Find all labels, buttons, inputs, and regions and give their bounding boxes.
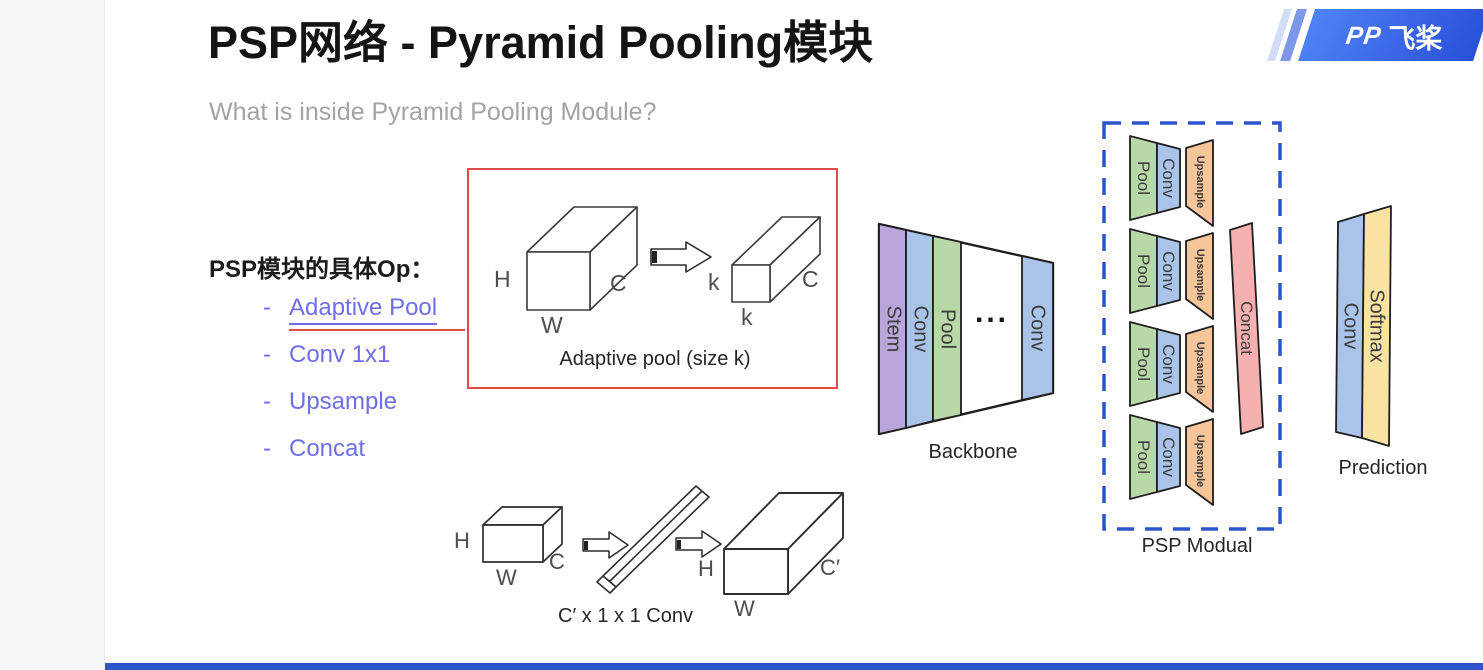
prediction-softmax-label: Softmax [1365, 289, 1388, 363]
paddle-logo-mark-icon: PP [1344, 21, 1384, 50]
ops-item-adaptive-pool: - Adaptive Pool [263, 294, 438, 325]
dim-label-W: W [734, 596, 755, 621]
branch-upsample-label: Upsample [1194, 341, 1206, 395]
dim-label-C: C [802, 266, 819, 292]
branch-pool-label: Pool [1134, 253, 1153, 289]
pool-layer [932, 235, 962, 422]
adaptive-pool-highlight-box [467, 168, 838, 389]
concat-label: Concat [1237, 301, 1256, 355]
adaptive-pool-caption: Adaptive pool (size k) [559, 348, 751, 370]
psp-branch-row [1129, 135, 1214, 227]
branch-pool-label: Pool [1134, 346, 1153, 382]
cuboid-front-face [526, 251, 591, 311]
ops-list-heading: PSP模块的具体Op： [209, 256, 435, 283]
dim-label-C: C [549, 549, 565, 574]
stem-label: Stem [882, 305, 905, 353]
branch-conv [1156, 421, 1181, 493]
final-conv-layer [1021, 255, 1054, 401]
arrow-right-icon [650, 241, 712, 273]
arrow-right-icon [675, 530, 722, 558]
prediction-conv-label: Conv [1339, 302, 1362, 350]
psp-branch-row [1129, 414, 1214, 506]
dim-label-W: W [496, 565, 517, 590]
rod-end-cap [596, 575, 617, 594]
branch-conv [1156, 142, 1181, 214]
conv-label: Conv [909, 305, 932, 353]
backbone-diagram [877, 222, 1055, 436]
branch-upsample [1185, 325, 1214, 413]
bottom-brand-bar [105, 663, 1483, 670]
pool-label: Pool [936, 308, 959, 350]
ops-item-label: Concat [289, 435, 366, 462]
branch-conv [1156, 328, 1181, 400]
rod-edge [608, 490, 703, 583]
dim-label-H: H [698, 556, 714, 581]
branch-upsample [1185, 232, 1214, 320]
bullet-dash: - [263, 388, 271, 415]
dim-label-k: k [741, 304, 753, 330]
conv1x1-caption: C′ x 1 x 1 Conv [558, 605, 693, 627]
psp-branch-row [1129, 321, 1214, 413]
branch-conv-label: Conv [1159, 251, 1178, 291]
backbone-caption: Backbone [928, 441, 1018, 463]
dim-label-C: C [610, 270, 627, 296]
branch-pool-label: Pool [1134, 160, 1153, 196]
ops-item-conv1x1: - Conv 1x1 [263, 341, 390, 369]
dim-label-k: k [708, 269, 720, 295]
left-gutter [0, 0, 105, 670]
bullet-dash: - [263, 294, 271, 321]
cuboid-front-face [731, 264, 771, 303]
branch-conv-label: Conv [1159, 158, 1178, 198]
dim-label-H: H [454, 528, 470, 553]
red-annotation-underline [289, 329, 465, 331]
prediction-diagram [1335, 205, 1392, 447]
branch-upsample-label: Upsample [1194, 155, 1206, 209]
arrow-right-icon [582, 531, 629, 559]
psp-branch-row [1129, 228, 1214, 320]
paddlepaddle-logo-text: PP 飞桨 [1344, 16, 1443, 56]
conv1x1-input-cuboid [482, 506, 563, 563]
conv-label: Conv [1026, 304, 1049, 352]
adaptive-pool-output-cuboid [731, 216, 821, 303]
ops-item-label: Upsample [289, 388, 398, 415]
prediction-softmax-bar [1361, 205, 1392, 447]
cuboid-front-face [482, 524, 544, 563]
bullet-dash: - [263, 435, 271, 462]
conv1x1-output-cuboid [723, 492, 844, 595]
branch-pool-label: Pool [1134, 439, 1153, 475]
page-title: PSP网络 - Pyramid Pooling模块 [208, 17, 874, 68]
branch-upsample [1185, 139, 1214, 227]
prediction-caption: Prediction [1338, 457, 1428, 479]
dim-label-W: W [541, 312, 563, 338]
branch-conv-label: Conv [1159, 437, 1178, 477]
branch-conv-label: Conv [1159, 344, 1178, 384]
adaptive-pool-link[interactable]: Adaptive Pool [289, 294, 438, 325]
ellipsis-label: ... [974, 296, 1009, 329]
cuboid-front-face [723, 548, 789, 595]
concat-bar [1229, 222, 1264, 435]
branch-upsample [1185, 418, 1214, 506]
bullet-dash: - [263, 341, 271, 368]
psp-module-dashed-border [1102, 121, 1282, 531]
ops-item-label: Conv 1x1 [289, 341, 391, 368]
dim-label-C-prime: C′ [820, 555, 841, 580]
page-subtitle: What is inside Pyramid Pooling Module? [209, 98, 657, 126]
adaptive-pool-input-cuboid [526, 206, 638, 311]
branch-conv [1156, 235, 1181, 307]
ops-item-upsample: - Upsample [263, 388, 397, 416]
dim-label-H: H [494, 266, 511, 292]
branch-upsample-label: Upsample [1194, 248, 1206, 302]
paddle-logo-name: 飞桨 [1388, 23, 1443, 54]
branch-upsample-label: Upsample [1194, 434, 1206, 488]
conv1x1-kernel-rod [596, 485, 710, 594]
ops-item-concat: - Concat [263, 435, 365, 463]
psp-module-caption: PSP Modual [1141, 535, 1253, 557]
